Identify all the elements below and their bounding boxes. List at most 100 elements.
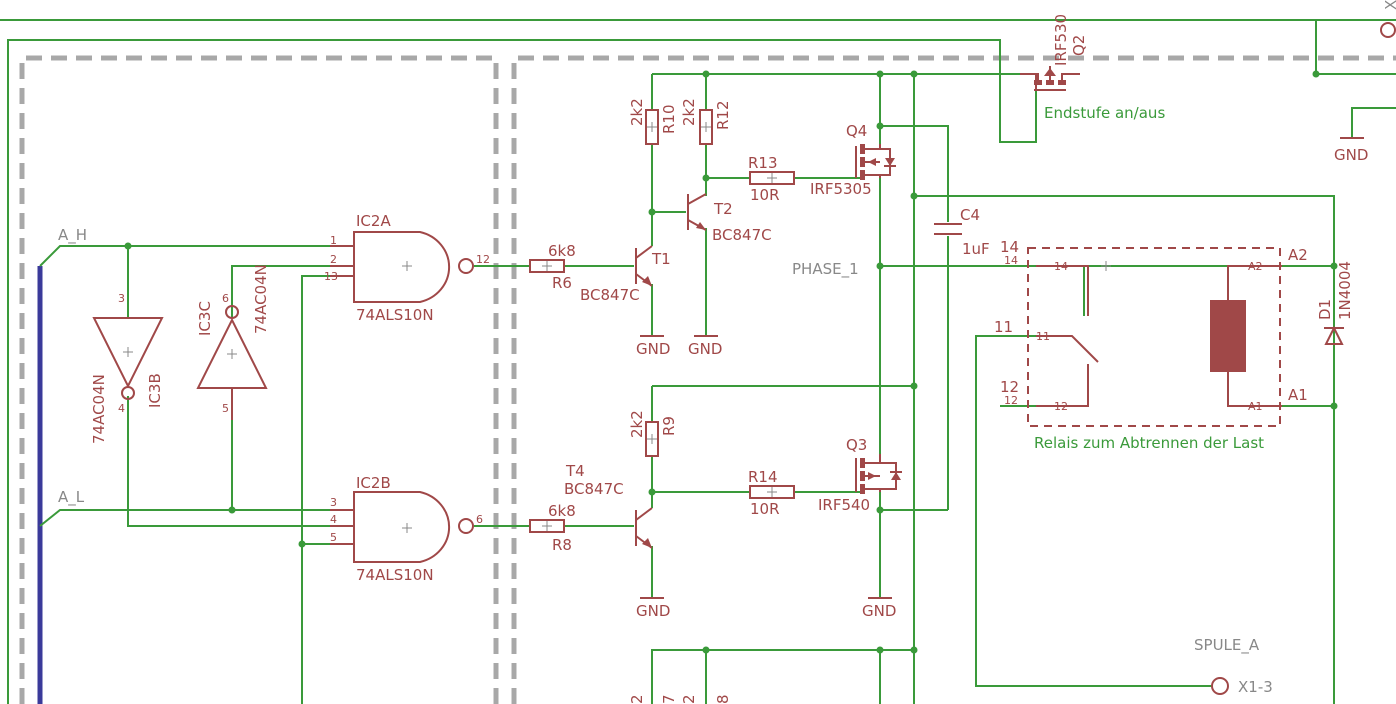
ic3b-value: 74AC04N — [90, 374, 108, 444]
relay-pin-a1-box: A1 — [1248, 400, 1263, 413]
ic3b-pin-4: 4 — [118, 402, 125, 415]
relay-coil — [1210, 300, 1246, 372]
relay-pin-a2-box: A2 — [1248, 260, 1263, 273]
net-label-a-l: A_L — [58, 488, 85, 507]
net-label-x1-3: X1-3 — [1238, 678, 1273, 696]
relay-pin-11-outer: 11 — [994, 318, 1013, 336]
q3-name: Q3 — [846, 436, 867, 454]
ic2b-pin-4: 4 — [330, 513, 337, 526]
ic2a-name: IC2A — [356, 212, 391, 230]
q3-value: IRF540 — [818, 496, 870, 514]
t4-name: T4 — [565, 462, 585, 480]
nand-gate-ic2b: IC2B 74ALS10N 3 4 5 6 — [330, 474, 483, 584]
resistor-r6: 6k8 R6 — [529, 242, 576, 292]
c4-name: C4 — [960, 206, 980, 224]
ic2a-pin-1: 1 — [330, 234, 337, 247]
r13-value: 10R — [750, 186, 780, 204]
relay-pin-a1-outer: A1 — [1288, 386, 1308, 404]
resistor-r12: 2k2 R12 — [680, 98, 732, 145]
ic2b-value: 74ALS10N — [356, 566, 434, 584]
q4-name: Q4 — [846, 122, 867, 140]
r9-value: 2k2 — [628, 410, 646, 438]
t1-value: BC847C — [580, 286, 640, 304]
q4-value: IRF5305 — [810, 180, 872, 198]
capacitor-c4: C4 1uF — [934, 206, 990, 258]
relay-pin-14-outer: 14 — [1000, 238, 1019, 256]
r14-value: 10R — [750, 500, 780, 518]
gnd-label-t1: GND — [636, 340, 670, 358]
ic2a-pin-13: 13 — [324, 270, 338, 283]
d1-value: 1N4004 — [1336, 261, 1354, 320]
t4-value: BC847C — [564, 480, 624, 498]
ic2b-name: IC2B — [356, 474, 391, 492]
ic2a-value: 74ALS10N — [356, 306, 434, 324]
c4-value: 1uF — [962, 240, 990, 258]
relay-pin-12-outer: 12 — [1000, 378, 1019, 396]
resistor-r9: 2k2 R9 — [628, 410, 678, 457]
net-label-x-top: X — [1382, 0, 1396, 10]
t2-value: BC847C — [712, 226, 772, 244]
r9-name: R9 — [660, 416, 678, 436]
r-bottom-left-name: 7 — [660, 694, 678, 704]
r6-name: R6 — [552, 274, 572, 292]
ic3c-name: IC3C — [196, 301, 214, 336]
frame-right — [511, 55, 1396, 704]
endstufe-label: Endstufe an/aus — [1044, 104, 1165, 122]
q2-name: Q2 — [1070, 35, 1088, 56]
gnd-label-t2: GND — [688, 340, 722, 358]
relay-pin-a2-outer: A2 — [1288, 246, 1308, 264]
ic2b-pin-5: 5 — [330, 531, 337, 544]
frame-group — [19, 55, 1396, 704]
r10-name: R10 — [660, 104, 678, 134]
connector-x-top — [1380, 22, 1396, 38]
relay: 14 14 14 11 11 12 12 12 A2 A2 A1 A1 — [994, 238, 1308, 427]
relay-pin-14-inner: 14 — [1004, 254, 1018, 267]
gnd-label-q3: GND — [862, 602, 896, 620]
ic3b-pin-3: 3 — [118, 292, 125, 305]
mosfet-q4: Q4 IRF5305 — [810, 122, 896, 198]
r6-value: 6k8 — [548, 242, 576, 260]
ic3c-pin-5: 5 — [222, 402, 229, 415]
net-label-a-h: A_H — [58, 226, 87, 245]
r-bottom-right-name: 8 — [714, 694, 732, 704]
inverter-ic3c: 6 5 IC3C 74AC04N — [196, 264, 270, 420]
r14-name: R14 — [748, 468, 778, 486]
r8-name: R8 — [552, 536, 572, 554]
ic3c-value: 74AC04N — [252, 264, 270, 334]
r10-value: 2k2 — [628, 98, 646, 126]
frame-left — [19, 55, 499, 704]
ic3c-pin-6: 6 — [222, 292, 229, 305]
ic2a-pin-12: 12 — [476, 253, 490, 266]
r-bottom-right-value: 2 — [680, 694, 698, 704]
resistor-r10: 2k2 R10 — [628, 98, 678, 145]
net-label-spule-a: SPULE_A — [1194, 636, 1260, 655]
resistor-r14: R14 10R — [748, 468, 795, 518]
ic2a-pin-2: 2 — [330, 253, 337, 266]
q2-value: IRF530 — [1052, 14, 1070, 66]
r-bottom-left-value: 2 — [628, 694, 646, 704]
diode-d1: D1 1N4004 — [1316, 261, 1354, 345]
ic2b-pin-3: 3 — [330, 496, 337, 509]
d1-name: D1 — [1316, 299, 1334, 320]
inverter-ic3b: 3 4 IC3B 74AC04N — [90, 292, 164, 444]
resistor-r8: 6k8 R8 — [529, 502, 576, 554]
relay-caption: Relais zum Abtrennen der Last — [1034, 434, 1264, 452]
ic3b-name: IC3B — [146, 373, 164, 408]
resistor-r13: R13 10R — [748, 154, 795, 204]
ic2b-pin-6: 6 — [476, 513, 483, 526]
r12-name: R12 — [714, 100, 732, 130]
gnd-label-right: GND — [1334, 146, 1368, 164]
t2-name: T2 — [713, 200, 733, 218]
r8-value: 6k8 — [548, 502, 576, 520]
resistor-bottom-left: 2 7 — [628, 694, 678, 704]
nand-gate-ic2a: IC2A 74ALS10N 1 2 13 12 — [324, 212, 490, 324]
wires — [0, 19, 1396, 704]
relay-pin-12-inner: 12 — [1004, 394, 1018, 407]
transistor-t2: T2 BC847C — [687, 193, 772, 244]
transistor-t1: T1 BC847C — [580, 245, 671, 304]
relay-pin-12-box: 12 — [1054, 400, 1068, 413]
t1-name: T1 — [651, 250, 671, 268]
gnd-symbols: GND GND GND GND GND — [636, 137, 1368, 620]
gnd-label-t4: GND — [636, 602, 670, 620]
